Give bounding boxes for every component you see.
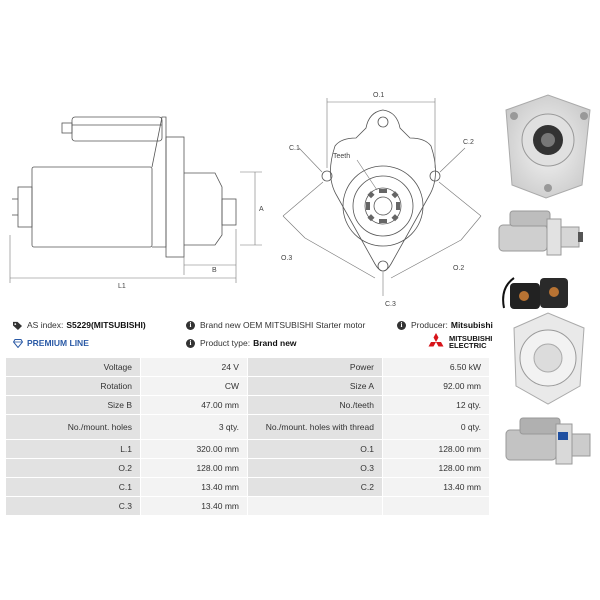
three-diamonds-icon	[428, 333, 444, 347]
spec-value: 0 qty.	[382, 414, 490, 440]
spec-value: 128.00 mm	[140, 458, 248, 478]
spec-key: Power	[246, 357, 384, 377]
spec-key: C.2	[246, 477, 384, 497]
product-photo-rear	[502, 277, 585, 405]
product-type-row: i Product type: Brand new	[186, 338, 297, 348]
side-view-drawing: A B L1	[9, 116, 264, 290]
dim-l1-label: L1	[118, 283, 126, 290]
dim-c1-label: C.1	[289, 145, 300, 152]
spec-value: CW	[140, 376, 248, 396]
dim-o1-label: O.1	[373, 92, 384, 99]
spec-value: 128.00 mm	[382, 458, 490, 478]
spec-key: Size B	[4, 395, 142, 415]
spec-value: 47.00 mm	[140, 395, 248, 415]
producer-value: Mitsubishi	[450, 320, 493, 330]
spec-value: 3 qty.	[140, 414, 248, 440]
premium-line-badge: PREMIUM LINE	[13, 338, 89, 348]
diamond-icon	[13, 338, 23, 348]
spec-value: 92.00 mm	[382, 376, 490, 396]
mitsubishi-electric-logo: MITSUBISHI ELECTRIC	[426, 333, 492, 351]
as-index-label: AS index:	[27, 320, 64, 330]
spec-value: 320.00 mm	[140, 439, 248, 459]
description-text: Brand new OEM MITSUBISHI Starter motor	[200, 320, 366, 330]
spec-value: 13.40 mm	[140, 496, 248, 516]
spec-key: No./teeth	[246, 395, 384, 415]
spec-key: Rotation	[4, 376, 142, 396]
spec-key	[246, 496, 384, 516]
as-index-value: S5229(MITSUBISHI)	[66, 320, 146, 330]
brand-line-2: ELECTRIC	[449, 341, 487, 350]
product-photo-front	[505, 94, 591, 199]
spec-key: No./mount. holes with thread	[246, 414, 384, 440]
description-row: i Brand new OEM MITSUBISHI Starter motor	[186, 320, 365, 330]
dim-o3-label: O.3	[281, 255, 292, 262]
spec-value: 13.40 mm	[140, 477, 248, 497]
spec-key: O.3	[246, 458, 384, 478]
premium-line-text: PREMIUM LINE	[27, 338, 89, 348]
product-photo-side	[498, 210, 583, 256]
front-view-drawing: O.1 C.1 C.2 Teeth O.3 O.2 C.3	[281, 92, 482, 308]
spec-value	[382, 496, 490, 516]
product-type-value: Brand new	[253, 338, 297, 348]
spec-key: O.2	[4, 458, 142, 478]
spec-value: 24 V	[140, 357, 248, 377]
spec-value: 12 qty.	[382, 395, 490, 415]
spec-key: O.1	[246, 439, 384, 459]
producer-label: Producer:	[411, 320, 448, 330]
spec-key: C.1	[4, 477, 142, 497]
brand-line-1: MITSUBISHI	[449, 334, 493, 343]
info-icon: i	[186, 338, 195, 348]
spec-key: Size A	[246, 376, 384, 396]
spec-value: 13.40 mm	[382, 477, 490, 497]
product-photo-angled	[505, 417, 591, 465]
info-icon: i	[397, 320, 406, 330]
producer-row: i Producer: Mitsubishi	[397, 320, 493, 330]
spec-key: L.1	[4, 439, 142, 459]
dim-o2-label: O.2	[453, 265, 464, 272]
spec-key: Voltage	[4, 357, 142, 377]
info-icon: i	[186, 320, 195, 330]
spec-value: 6.50 kW	[382, 357, 490, 377]
product-type-label: Product type:	[200, 338, 251, 348]
spec-key: C.3	[4, 496, 142, 516]
spec-key: No./mount. holes	[4, 414, 142, 440]
dim-a-label: A	[259, 206, 264, 213]
tag-icon	[13, 321, 22, 330]
spec-value: 128.00 mm	[382, 439, 490, 459]
dim-c3-label: C.3	[385, 301, 396, 308]
as-index-row: AS index: S5229(MITSUBISHI)	[13, 320, 146, 330]
teeth-label: Teeth	[333, 153, 350, 160]
dim-b-label: B	[212, 267, 217, 274]
dim-c2-label: C.2	[463, 139, 474, 146]
